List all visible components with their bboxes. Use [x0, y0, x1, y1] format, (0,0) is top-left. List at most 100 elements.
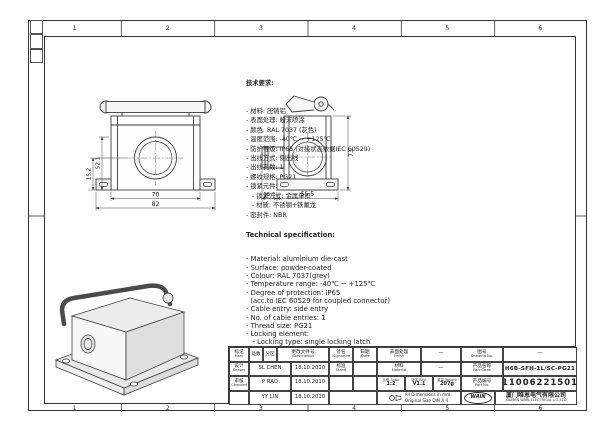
spec-line: - 螺纹规格: PG21 [246, 173, 297, 181]
tb-drawn-date: 18.10.2010 [291, 361, 329, 376]
company-logo: WAIN [464, 391, 492, 404]
tb-notes: All Dimensions in mm Original Size DIN A… [377, 390, 461, 405]
tb-revision-value: V1.1 [412, 381, 426, 388]
grid-ref-number: 4 [352, 24, 357, 32]
tb-cell-empty [329, 376, 353, 391]
tb-label-date: 日期/Date [353, 347, 377, 362]
grid-ref-number: 6 [538, 24, 543, 32]
spec-title-en: Technical specification: [246, 230, 336, 239]
centerlines [128, 131, 183, 185]
tb-label-signature: 签名/Signature [329, 347, 353, 362]
spec-line: - Temperature range: -40℃ ~ +125℃ [246, 280, 376, 289]
spec-line: - Colour: RAL 7037(grey) [246, 272, 330, 281]
grid-ref-number: 3 [258, 24, 263, 32]
spec-line: - 出线方式: 侧出线 [246, 155, 299, 163]
grid-ref-bottom: 1 2 3 4 5 6 [28, 404, 587, 413]
tb-scale: 比例 Scale 1:2 [377, 376, 405, 391]
grid-ref-top: 1 2 3 4 5 6 [28, 21, 587, 35]
front-view-dimensions [88, 136, 216, 211]
revision-strip-cell [30, 20, 43, 35]
side-view-dimensions [261, 115, 351, 201]
centerlines [283, 132, 332, 182]
spec-line: - Degree of protection: IP65 [246, 288, 341, 297]
company-name-cn: 厦门唯恩电气有限公司 [505, 391, 566, 399]
spec-line: (acc.to IEC 60529 for coupled connector) [246, 296, 391, 305]
spec-line: - 锁紧元件: [246, 183, 278, 191]
grid-ref-number: 2 [165, 405, 170, 412]
note-original-size: Original Size DIN A 4 [404, 397, 449, 403]
technical-requirements-cn: 技术要求: - 材料: 压铸铝- 表面处理: 粉末喷涂- 颜色: RAL 703… [246, 60, 370, 229]
dim-front-height-b: 15.2 [87, 168, 93, 180]
tb-scale-value: 1:2 [386, 381, 396, 388]
spec-line: - No. of cable entries: 1 [246, 313, 326, 322]
dim-front-inner-width: 70 [152, 192, 160, 199]
tb-approved-date: 18.10.2010 [291, 390, 329, 405]
tb-part-no-value: 1110062215011 [503, 376, 577, 391]
tb-weight: 重量 Weight 207g [433, 376, 461, 391]
dim-side-width: 55.5 [301, 191, 315, 198]
tb-drawing-no-value: — [503, 347, 577, 362]
dim-front-height-a: 52.1 [96, 157, 102, 169]
grid-ref-number: 5 [445, 24, 450, 32]
spec-line: - Locking type: single locking latch [246, 338, 371, 347]
projection-symbol [388, 394, 402, 401]
tb-material-value: — [421, 361, 461, 376]
spec-line: - 出线孔数: 1 [246, 164, 284, 172]
note-dimensions-mm: All Dimensions in mm [404, 392, 451, 398]
tb-approved-name: YY LIN [249, 390, 291, 405]
tb-cell-empty [353, 376, 377, 391]
spec-line: - 表面处理: 粉末喷涂 [246, 117, 305, 125]
spec-line: - 温度范围: -40℃ ~ +125℃ [246, 136, 331, 144]
grid-ref-number: 2 [165, 24, 170, 32]
tb-weight-value: 207g [439, 381, 455, 388]
tb-cell-empty [353, 361, 377, 376]
dim-side-height: 73 [348, 149, 355, 157]
grid-ref-number: 6 [538, 405, 543, 412]
spec-line: - Material: aluminium die-cast [246, 255, 348, 264]
grid-ref-number: 1 [72, 24, 77, 32]
spec-line: - Thread size: PG21 [246, 321, 313, 330]
spec-line: - Locking element: [246, 330, 310, 339]
revision-strip-cell [30, 48, 43, 63]
tb-checked-name: P RAO [249, 376, 291, 391]
tb-cell-empty [329, 390, 377, 405]
grid-ticks [28, 20, 587, 412]
dim-side-boss: 15.1 [263, 192, 275, 198]
side-view [261, 95, 339, 191]
company-name-en: XIAMEN WAIN ELECTRICAL CO.,LTD [505, 398, 567, 403]
spec-line: - 密封件: NBR [246, 211, 287, 219]
tb-revision: 版本 REV. V1.1 [405, 376, 433, 391]
spec-line: - 防护等级: IP65 (对接状态依据IEC 60529) [246, 145, 371, 153]
spec-line: - 颜色: RAL 7037 (灰色) [246, 126, 317, 134]
spec-line: - 锁紧方式: 金属单扣 [246, 192, 311, 200]
tb-logo-cell: WAIN [461, 390, 495, 405]
revision-strip-cell [30, 34, 43, 49]
spec-line: - Cable entry: side entry [246, 305, 329, 314]
spec-line: - Surface: powder-coated [246, 263, 332, 272]
grid-ref-number: 4 [352, 405, 357, 412]
front-view [95, 100, 216, 191]
isometric-view [54, 283, 200, 396]
revision-strip [30, 20, 43, 66]
grid-ref-number: 5 [445, 405, 450, 412]
spec-title-cn: 技术要求: [246, 79, 274, 87]
tb-company-cell: 厦门唯恩电气有限公司 XIAMEN WAIN ELECTRICAL CO.,LT… [495, 390, 577, 405]
grid-ref-number: 1 [72, 405, 77, 412]
sheet-outer-border [28, 20, 587, 411]
tb-cell-empty [229, 390, 249, 405]
tb-finish-value: — [421, 347, 461, 362]
tb-label-count: 处数 [249, 347, 263, 362]
grid-ref-number: 3 [259, 405, 263, 412]
spec-line: - 材质: 不锈钢+铁氟龙 [246, 202, 317, 210]
